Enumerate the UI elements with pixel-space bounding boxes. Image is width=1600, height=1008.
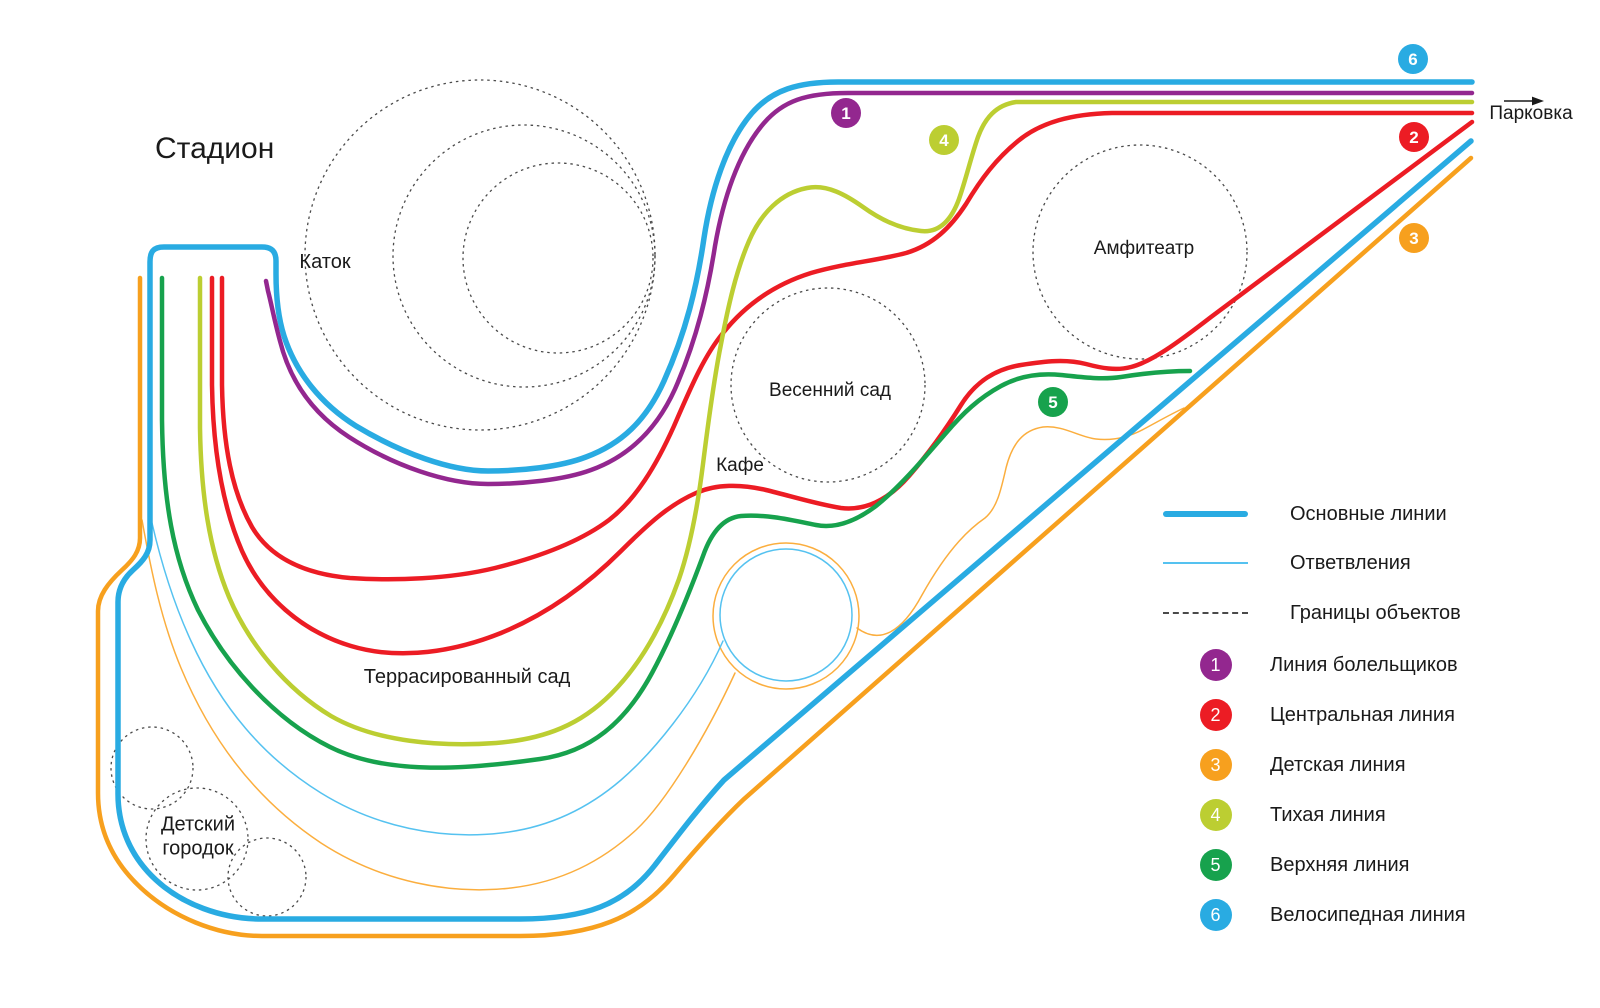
legend-badge-4: 4 [1199, 799, 1232, 831]
legend-badge-num: 6 [1210, 904, 1221, 925]
legend-label: Велосипедная линия [1270, 903, 1466, 926]
legend-label: Центральная линия [1270, 703, 1455, 726]
line-2-central-upper [219, 110, 1475, 582]
line-3-kids [95, 155, 1474, 939]
map-badge-3: 3 [1399, 223, 1429, 253]
legend-row-line-3: 3 Детская линия [1163, 748, 1563, 782]
spring-garden-label: Весенний сад [769, 379, 891, 401]
line-6-bike [115, 79, 1475, 922]
boundary-line-swatch [1163, 612, 1248, 614]
legend-row-line-6: 6 Велосипедная линия [1163, 898, 1563, 932]
branch-lines [141, 407, 1185, 891]
boundary-circle-kids-2 [145, 787, 249, 891]
branch-line-orange-east [856, 407, 1185, 637]
terraced-garden-label: Террасированный сад [363, 666, 571, 689]
legend-label: Ответвления [1290, 551, 1411, 574]
branch-line-swatch [1163, 562, 1248, 564]
legend-row-boundaries: Границы объектов [1163, 596, 1563, 630]
stadium-label: Стадион [155, 132, 275, 165]
map-badge-6: 6 [1398, 44, 1428, 74]
branch-line-orange [141, 519, 736, 891]
legend-label: Детская линия [1270, 753, 1406, 776]
legend-label: Основные линии [1290, 502, 1447, 525]
legend-badge-3: 3 [1199, 749, 1232, 781]
legend-badge-num: 5 [1210, 854, 1221, 875]
legend-badge-num: 4 [1210, 804, 1221, 825]
legend-badge-num: 2 [1210, 704, 1221, 725]
line-1-fans [263, 90, 1475, 487]
legend-row-line-1: 1 Линия болельщиков [1163, 648, 1563, 682]
rink-label: Каток [299, 251, 351, 274]
boundary-circle-kids-3 [227, 837, 307, 917]
legend-row-line-5: 5 Верхняя линия [1163, 848, 1563, 882]
svg-text:6: 6 [1408, 50, 1417, 69]
legend-label: Линия болельщиков [1270, 653, 1458, 676]
boundary-circle-rink-inner [462, 162, 654, 354]
boundary-circle-amphitheater [1032, 144, 1248, 360]
boundary-circle-rink-outer [304, 79, 656, 431]
map-badges: 1 2 3 4 5 6 [831, 44, 1429, 417]
map-badge-4: 4 [929, 125, 959, 155]
svg-text:5: 5 [1048, 393, 1057, 412]
parking-label: Парковка [1489, 103, 1573, 124]
boundary-circle-kids-1 [110, 726, 194, 810]
branch-loop-cyan [719, 548, 853, 682]
legend-badge-1: 1 [1199, 649, 1232, 681]
legend-label: Границы объектов [1290, 601, 1461, 624]
legend-row-branches: Ответвления [1163, 546, 1563, 580]
svg-text:3: 3 [1409, 229, 1418, 248]
boundary-circles [110, 79, 1248, 917]
branch-loop-orange [712, 542, 860, 690]
cafe-label: Кафе [716, 454, 764, 476]
legend-badge-num: 3 [1210, 754, 1221, 775]
svg-text:2: 2 [1409, 128, 1418, 147]
legend-row-line-4: 4 Тихая линия [1163, 798, 1563, 832]
branch-line-cyan [151, 522, 724, 836]
parking-arrow-icon [1504, 96, 1544, 106]
line-4-quiet [197, 99, 1475, 747]
map-badge-2: 2 [1399, 122, 1429, 152]
line-5-upper [159, 275, 1193, 770]
legend-label: Верхняя линия [1270, 853, 1410, 876]
boundary-circle-rink-middle [392, 124, 656, 388]
line-2-central-lower [209, 119, 1475, 656]
amphitheater-label: Амфитеатр [1093, 237, 1195, 259]
svg-text:4: 4 [939, 131, 949, 150]
svg-text:1: 1 [841, 104, 850, 123]
legend-row-line-2: 2 Центральная линия [1163, 698, 1563, 732]
legend-row-main-lines: Основные линии [1163, 497, 1563, 531]
map-badge-1: 1 [831, 98, 861, 128]
legend-badge-5: 5 [1199, 849, 1232, 881]
legend-label: Тихая линия [1270, 803, 1386, 826]
boundary-circle-spring-garden [730, 287, 926, 483]
main-line-swatch [1163, 511, 1248, 517]
legend-badge-6: 6 [1199, 899, 1232, 931]
legend-badge-num: 1 [1210, 654, 1221, 675]
map-badge-5: 5 [1038, 387, 1068, 417]
legend-badge-2: 2 [1199, 699, 1232, 731]
